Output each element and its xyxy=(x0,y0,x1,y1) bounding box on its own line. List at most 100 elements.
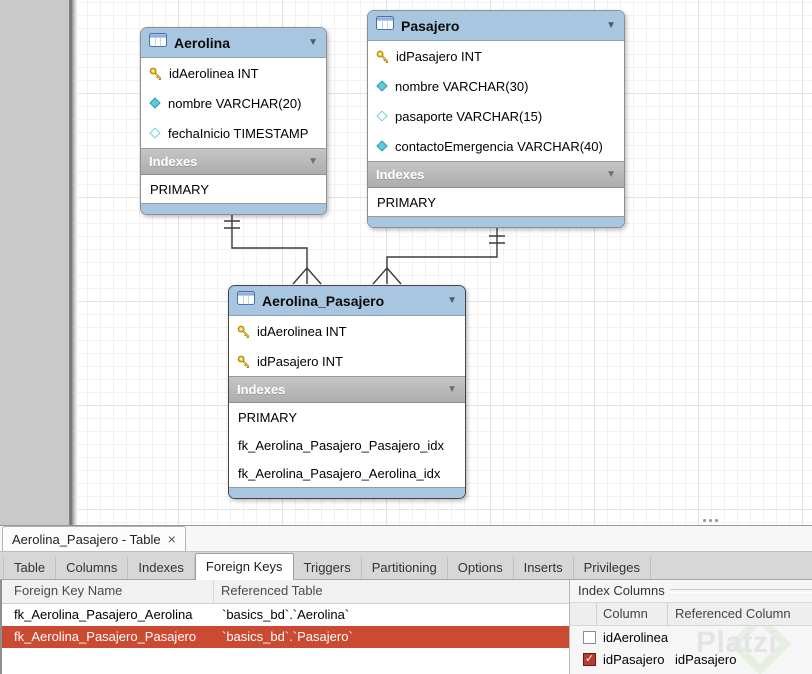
index-column-row[interactable]: idAerolinea xyxy=(570,626,812,648)
collapse-triangle-icon[interactable]: ▼ xyxy=(606,170,616,180)
index-row[interactable]: PRIMARY xyxy=(229,403,465,431)
table-header[interactable]: Pasajero ▼ xyxy=(368,11,624,41)
tab-table[interactable]: Table xyxy=(3,557,56,579)
index-column-row[interactable]: ✓ idPasajero idPasajero xyxy=(570,648,812,670)
index-row[interactable]: PRIMARY xyxy=(368,188,624,216)
index-row[interactable]: fk_Aerolina_Pasajero_Pasajero_idx xyxy=(229,431,465,459)
primary-key-icon xyxy=(237,325,250,338)
indexes-section-label: Indexes xyxy=(149,154,197,169)
collapse-triangle-icon[interactable]: ▼ xyxy=(308,38,318,48)
table-header[interactable]: Aerolina ▼ xyxy=(141,28,326,58)
table-column-row[interactable]: idPasajero INT xyxy=(368,41,624,71)
tab-options[interactable]: Options xyxy=(448,557,514,579)
checkbox-column-header xyxy=(570,603,597,625)
table-node-aerolina[interactable]: Aerolina ▼ idAerolinea INTnombre VARCHAR(2… xyxy=(140,27,327,215)
table-footer-strip xyxy=(368,216,624,227)
column-definition: idPasajero INT xyxy=(257,354,343,369)
table-column-row[interactable]: idAerolinea INT xyxy=(229,316,465,346)
foreign-keys-grid: Foreign Key Name Referenced Table fk_Aer… xyxy=(0,580,570,674)
fk-referenced-table-cell: `basics_bd`.`Aerolina` xyxy=(214,604,569,626)
column-definition: idPasajero INT xyxy=(396,49,482,64)
table-column-row[interactable]: nombre VARCHAR(20) xyxy=(141,88,326,118)
relationship-pasajero-line xyxy=(373,227,505,284)
relationship-aerolina-line xyxy=(224,213,321,284)
index-column-name: idAerolinea xyxy=(603,630,666,645)
tab-foreign-keys[interactable]: Foreign Keys xyxy=(195,553,294,580)
table-title: Aerolina_Pasajero xyxy=(262,293,384,309)
table-column-row[interactable]: idAerolinea INT xyxy=(141,58,326,88)
tab-triggers[interactable]: Triggers xyxy=(294,557,362,579)
fk-referenced-table-cell: `basics_bd`.`Pasajero` xyxy=(214,626,569,648)
tab-inserts[interactable]: Inserts xyxy=(514,557,574,579)
column-definition: fechaInicio TIMESTAMP xyxy=(168,126,308,141)
indexes-section-bar[interactable]: Indexes ▼ xyxy=(368,161,624,188)
foreign-key-row[interactable]: fk_Aerolina_Pasajero_Pasajero`basics_bd`… xyxy=(2,626,569,648)
fk-name-column-header: Foreign Key Name xyxy=(2,580,214,603)
indexes-section-bar[interactable]: Indexes ▼ xyxy=(229,376,465,403)
index-row[interactable]: PRIMARY xyxy=(141,175,326,203)
table-icon xyxy=(149,33,167,52)
table-column-row[interactable]: fechaInicio TIMESTAMP xyxy=(141,118,326,148)
table-node-pasajero[interactable]: Pasajero ▼ idPasajero INT nombre VARCHAR(30… xyxy=(367,10,625,228)
table-footer-strip xyxy=(229,487,465,498)
table-icon xyxy=(376,16,394,35)
table-column-row[interactable]: nombre VARCHAR(30) xyxy=(368,71,624,101)
index-column-name: idPasajero xyxy=(603,652,666,667)
tab-privileges[interactable]: Privileges xyxy=(574,557,651,579)
table-footer-strip xyxy=(141,203,326,214)
primary-key-icon xyxy=(149,67,162,80)
foreign-key-row[interactable]: fk_Aerolina_Pasajero_Aerolina`basics_bd`… xyxy=(2,604,569,626)
collapse-triangle-icon[interactable]: ▼ xyxy=(447,296,457,306)
indexes-section-bar[interactable]: Indexes ▼ xyxy=(141,148,326,175)
diamond-filled-icon xyxy=(376,80,387,91)
fk-name-cell: fk_Aerolina_Pasajero_Pasajero xyxy=(2,626,214,648)
close-icon[interactable]: × xyxy=(168,532,176,546)
editor-section-tabs: TableColumnsIndexesForeign KeysTriggersP… xyxy=(0,552,812,580)
tab-partitioning[interactable]: Partitioning xyxy=(362,557,448,579)
index-column-checkbox[interactable] xyxy=(583,631,596,644)
index-columns-grid: Column Referenced Column idAerolinea ✓ idP… xyxy=(570,602,812,670)
collapse-triangle-icon[interactable]: ▼ xyxy=(308,157,318,167)
fk-name-cell: fk_Aerolina_Pasajero_Aerolina xyxy=(2,604,214,626)
table-editor-panel: Aerolina_Pasajero - Table × TableColumns… xyxy=(0,525,812,674)
table-title: Pasajero xyxy=(401,18,459,34)
diamond-outline-icon xyxy=(376,110,387,121)
index-columns-header: Column Referenced Column xyxy=(570,602,812,626)
diamond-outline-icon xyxy=(149,127,160,138)
editor-doc-tab-bar: Aerolina_Pasajero - Table × xyxy=(0,526,812,552)
column-definition: idAerolinea INT xyxy=(257,324,347,339)
index-column-checkbox[interactable]: ✓ xyxy=(583,653,596,666)
doc-tab-title: Aerolina_Pasajero - Table xyxy=(12,532,161,547)
groupbox-groove-line xyxy=(670,589,812,593)
index-columns-group-label: Index Columns xyxy=(570,580,812,601)
primary-key-icon xyxy=(237,355,250,368)
collapse-triangle-icon[interactable]: ▼ xyxy=(447,385,457,395)
column-definition: pasaporte VARCHAR(15) xyxy=(395,109,542,124)
table-column-row[interactable]: idPasajero INT xyxy=(229,346,465,376)
tab-indexes[interactable]: Indexes xyxy=(128,557,195,579)
diamond-filled-icon xyxy=(376,140,387,151)
tab-columns[interactable]: Columns xyxy=(56,557,128,579)
referenced-column-name: idPasajero xyxy=(675,652,736,667)
table-column-row[interactable]: pasaporte VARCHAR(15) xyxy=(368,101,624,131)
table-node-aerolina_pasajero[interactable]: Aerolina_Pasajero ▼ idAerolinea INT idPasaj… xyxy=(228,285,466,499)
collapse-triangle-icon[interactable]: ▼ xyxy=(606,21,616,31)
panel-splitter-grip[interactable] xyxy=(703,519,718,522)
editor-doc-tab[interactable]: Aerolina_Pasajero - Table × xyxy=(2,526,186,551)
foreign-keys-editor: Foreign Key Name Referenced Table fk_Aer… xyxy=(0,580,812,674)
fk-referenced-table-header: Referenced Table xyxy=(214,580,569,603)
table-header[interactable]: Aerolina_Pasajero ▼ xyxy=(229,286,465,316)
primary-key-icon xyxy=(376,50,389,63)
table-title: Aerolina xyxy=(174,35,230,51)
fk-grid-header: Foreign Key Name Referenced Table xyxy=(2,580,569,604)
column-header: Column xyxy=(597,603,668,625)
index-columns-panel: Platzi Index Columns Column Referenced C… xyxy=(570,580,812,674)
eer-diagram-area: Aerolina▼idAerolinea INTnombre VARCHAR(2… xyxy=(0,0,812,525)
indexes-section-label: Indexes xyxy=(237,382,285,397)
index-row[interactable]: fk_Aerolina_Pasajero_Aerolina_idx xyxy=(229,459,465,487)
diamond-filled-icon xyxy=(149,97,160,108)
indexes-section-label: Indexes xyxy=(376,167,424,182)
table-column-row[interactable]: contactoEmergencia VARCHAR(40) xyxy=(368,131,624,161)
referenced-column-header: Referenced Column xyxy=(668,603,812,625)
